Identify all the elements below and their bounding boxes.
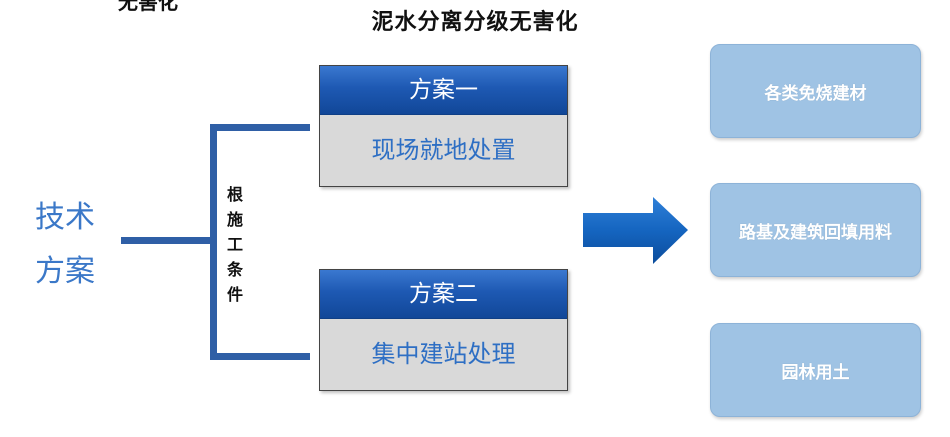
lower-branch-line [210, 353, 310, 360]
vertical-connector-line [210, 124, 217, 360]
diagram-title: 泥水分离分级无害化 [371, 10, 579, 35]
right-arrow-icon [583, 197, 688, 264]
result-box-backfill: 路基及建筑回填用料 [710, 183, 921, 277]
condition-char: 根 [226, 185, 243, 204]
option-one-body: 现场就地处置 [371, 136, 516, 164]
main-connector-line [121, 237, 213, 244]
condition-label: 根 施 工 条 件 [222, 182, 248, 307]
option-one-header: 方案一 [320, 66, 567, 115]
condition-char: 施 [226, 210, 243, 229]
condition-char: 件 [226, 285, 243, 304]
condition-char: 工 [226, 235, 243, 254]
technical-label-line2: 方案 [35, 254, 95, 289]
condition-char: 条 [226, 260, 243, 279]
result-box-building-materials: 各类免烧建材 [710, 44, 921, 138]
upper-branch-line [210, 124, 310, 131]
option-two-body: 集中建站处理 [371, 340, 516, 368]
result-box-garden-soil: 园林用土 [710, 323, 921, 417]
technical-label-line1: 技术 [35, 200, 95, 235]
option-two-header: 方案二 [320, 270, 567, 319]
option-one-box: 方案一 现场就地处置 [319, 65, 568, 187]
option-two-box: 方案二 集中建站处理 [319, 269, 568, 391]
top-cropped-text: 无害化 [118, 0, 178, 14]
